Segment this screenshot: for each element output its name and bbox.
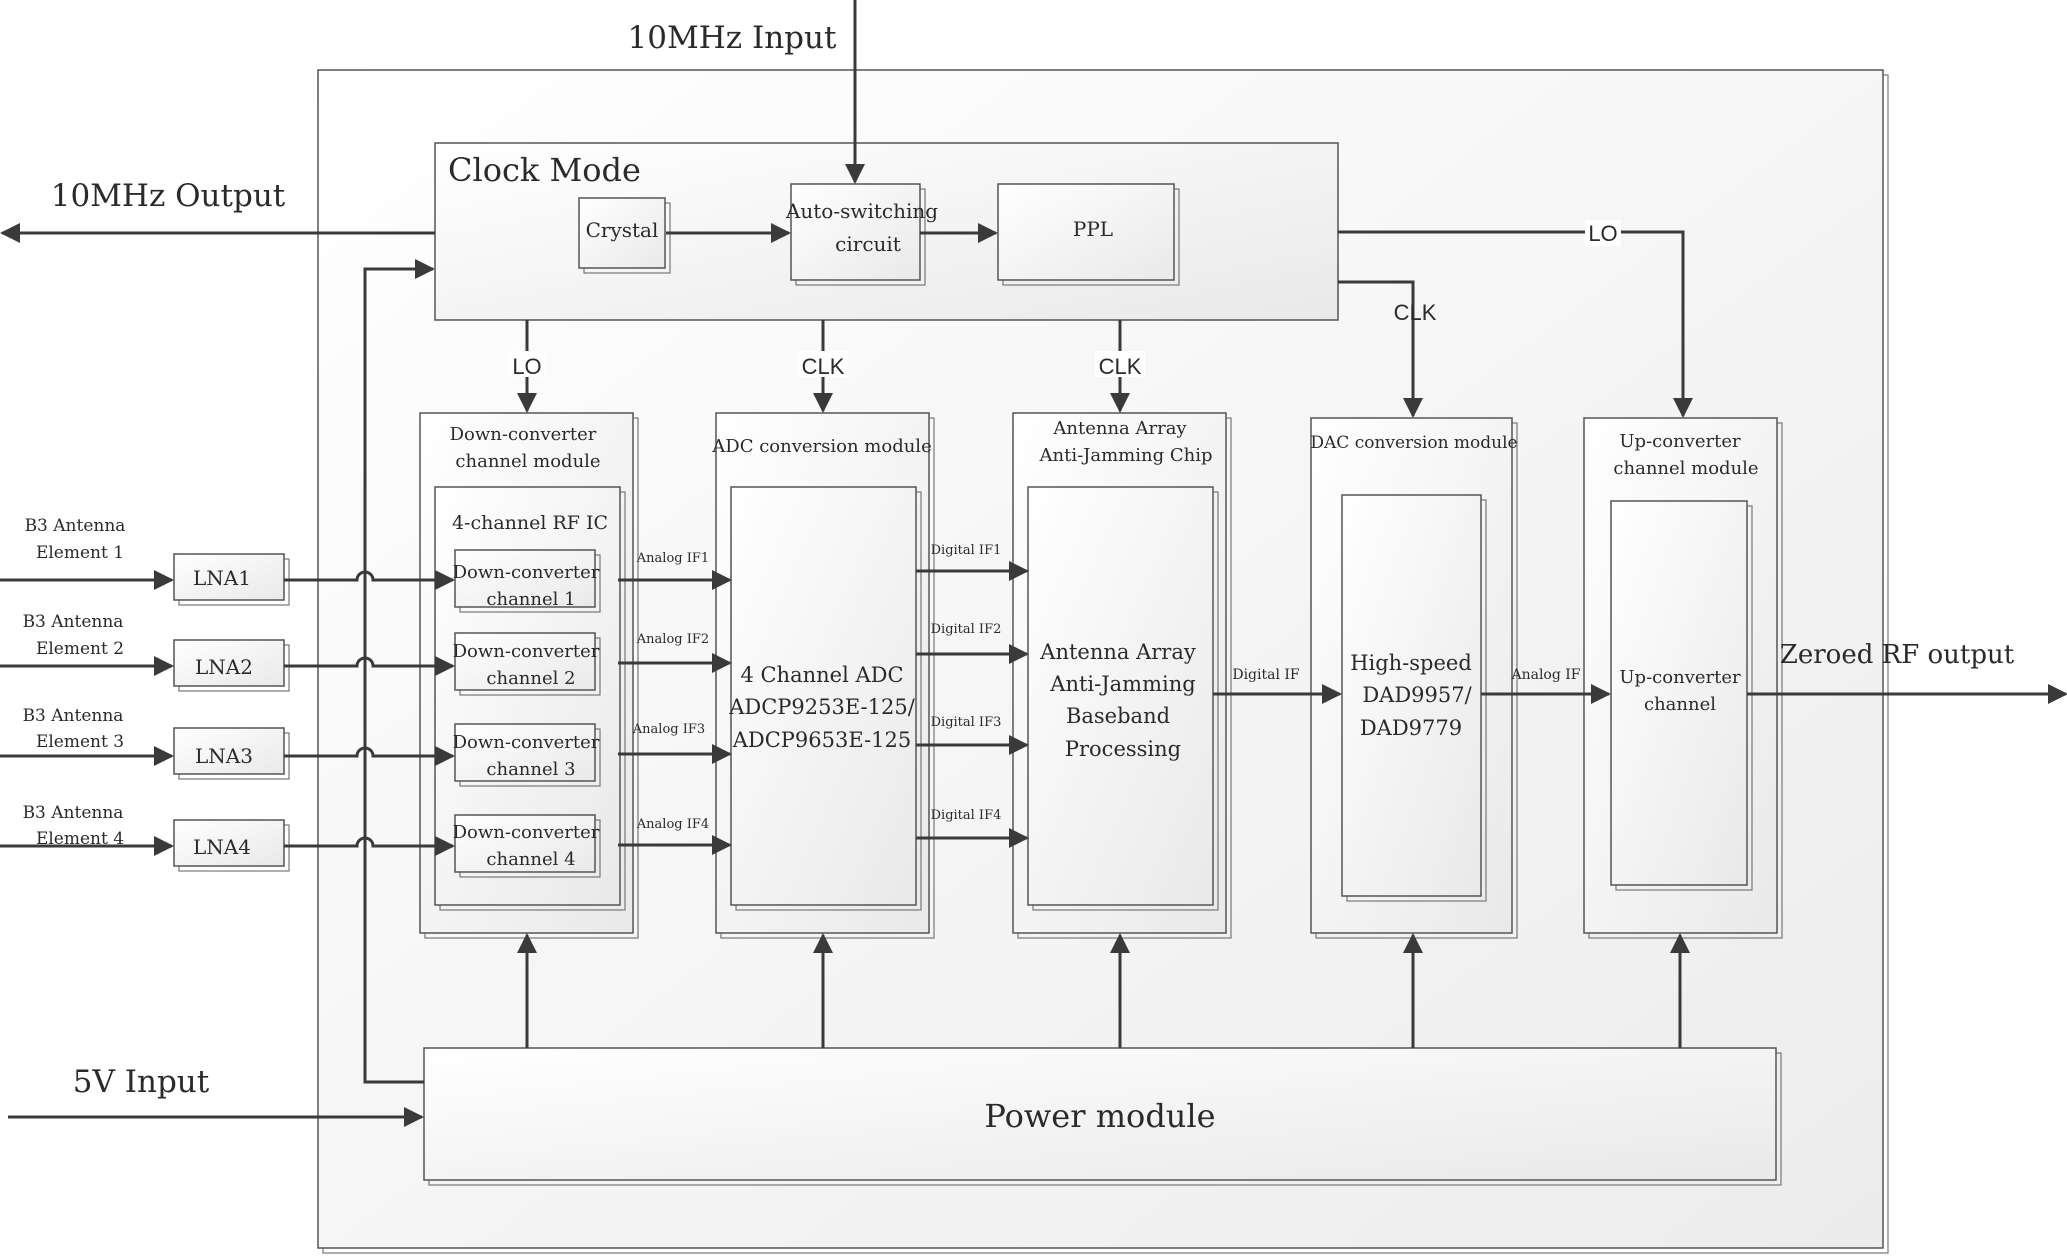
zeroed-rf-output-label: Zeroed RF output — [1780, 640, 2015, 670]
downconverter-title-line1: Down-converter — [450, 424, 597, 445]
crystal-block: Crystal — [578, 197, 671, 274]
adc-title: ADC conversion module — [711, 436, 931, 457]
ten-mhz-input-label: 10MHz Input — [628, 20, 837, 56]
lna-3: LNA3 — [173, 727, 290, 780]
downconverter-channel-3: Down-converter channel 3 — [453, 723, 601, 787]
antenna-2-line1: B3 Antenna — [23, 612, 124, 632]
chip-line4: Processing — [1065, 737, 1181, 761]
analog-if-single: Analog IF — [1510, 667, 1580, 683]
five-v-input-label: 5V Input — [73, 1064, 210, 1100]
clock-module: Clock Mode Crystal Auto-switching circui… — [434, 142, 1339, 321]
lna-4: LNA4 — [173, 819, 290, 872]
downconverter-channel-3-line1: Down-converter — [453, 732, 600, 753]
antenna-4-line2: Element 4 — [36, 829, 124, 849]
lna-1: LNA1 — [173, 553, 290, 606]
lna-2-label: LNA2 — [195, 655, 253, 679]
downconverter-channel-1-line2: channel 1 — [486, 589, 575, 610]
adc-line1: 4 Channel ADC — [740, 663, 903, 687]
chip-line3: Baseband — [1066, 704, 1170, 728]
dac-module: DAC conversion module High-speed DAD9957… — [1310, 417, 1518, 939]
upconverter-title-line1: Up-converter — [1619, 431, 1741, 452]
dac-line3: DAD9779 — [1360, 716, 1462, 740]
ppl-label: PPL — [1073, 217, 1113, 241]
downconverter-module: Down-converter channel module 4-channel … — [419, 412, 639, 939]
lna-4-label: LNA4 — [193, 835, 251, 859]
antenna-2-line2: Element 2 — [36, 639, 124, 659]
digital-if-labels: Digital IF1 Digital IF2 Digital IF3 Digi… — [931, 543, 1581, 823]
analog-if-3: Analog IF3 — [632, 722, 705, 737]
ten-mhz-output-label: 10MHz Output — [51, 178, 286, 214]
downconverter-channel-4-line2: channel 4 — [486, 849, 575, 870]
antenna-1-line1: B3 Antenna — [25, 516, 126, 536]
digital-if-4: Digital IF4 — [931, 808, 1002, 823]
antenna-3-line1: B3 Antenna — [23, 706, 124, 726]
signal-labels: LO CLK LO CLK CLK — [508, 220, 1621, 379]
downconverter-title-line2: channel module — [455, 451, 600, 472]
adc-line2: ADCP9253E-125/ — [728, 695, 916, 719]
downconverter-channel-2-line1: Down-converter — [453, 641, 600, 662]
chip-title-line1: Antenna Array — [1052, 418, 1187, 439]
ppl-block: PPL — [997, 183, 1180, 286]
chip-line1: Antenna Array — [1039, 640, 1196, 664]
adc-line3: ADCP9653E-125 — [732, 728, 912, 752]
analog-if-1: Analog IF1 — [636, 551, 709, 566]
digital-if-2: Digital IF2 — [931, 622, 1002, 637]
lo-label-downconverter: LO — [512, 354, 541, 379]
downconverter-channel-4-line1: Down-converter — [453, 822, 600, 843]
clk-label-adc: CLK — [802, 354, 845, 379]
downconverter-channel-1: Down-converter channel 1 — [453, 549, 601, 613]
dac-line1: High-speed — [1350, 651, 1472, 675]
clk-label-dac: CLK — [1394, 300, 1437, 325]
analog-if-2: Analog IF2 — [636, 632, 709, 647]
lna-1-label: LNA1 — [193, 566, 251, 590]
downconverter-channel-2-line2: channel 2 — [486, 668, 575, 689]
auto-switching-block: Auto-switching circuit — [785, 183, 938, 286]
lo-label-upconverter: LO — [1588, 221, 1617, 246]
antenna-labels: B3 Antenna Element 1 B3 Antenna Element … — [23, 516, 126, 849]
wiring — [0, 0, 2067, 1127]
lna-2: LNA2 — [173, 639, 290, 692]
upconverter-module: Up-converter channel module Up-converter… — [1583, 417, 1783, 939]
downconverter-channel-1-line1: Down-converter — [453, 562, 600, 583]
analog-if-4: Analog IF4 — [636, 817, 709, 832]
dac-title: DAC conversion module — [1310, 433, 1517, 453]
antenna-1-line2: Element 1 — [36, 543, 124, 563]
crystal-label: Crystal — [586, 218, 659, 242]
antenna-4-line1: B3 Antenna — [23, 803, 124, 823]
lna-3-label: LNA3 — [195, 744, 253, 768]
auto-switching-line1: Auto-switching — [785, 199, 938, 223]
clk-label-chip: CLK — [1099, 354, 1142, 379]
power-module: Power module — [423, 1047, 1782, 1186]
upconverter-line2: channel — [1644, 694, 1716, 715]
adc-module: ADC conversion module 4 Channel ADC ADCP… — [711, 412, 935, 939]
auto-switching-line2: circuit — [835, 232, 901, 256]
analog-if-labels: Analog IF1 Analog IF2 Analog IF3 Analog … — [632, 551, 709, 832]
digital-if-single: Digital IF — [1232, 667, 1300, 683]
clock-title: Clock Mode — [448, 151, 641, 189]
digital-if-3: Digital IF3 — [931, 715, 1002, 730]
chip-line2: Anti-Jamming — [1049, 672, 1195, 696]
chip-title-line2: Anti-Jamming Chip — [1039, 445, 1213, 466]
antenna-3-line2: Element 3 — [36, 732, 124, 752]
digital-if-1: Digital IF1 — [931, 543, 1002, 558]
anti-jamming-chip-module: Antenna Array Anti-Jamming Chip Antenna … — [1012, 412, 1232, 939]
downconverter-channel-2: Down-converter channel 2 — [453, 632, 601, 696]
upconverter-line1: Up-converter — [1619, 667, 1741, 688]
downconverter-channel-4: Down-converter channel 4 — [453, 814, 601, 878]
downconverter-channel-3-line2: channel 3 — [486, 759, 575, 780]
rfic-label: 4-channel RF IC — [452, 512, 608, 534]
power-title: Power module — [984, 1097, 1215, 1135]
dac-line2: DAD9957/ — [1362, 683, 1472, 707]
upconverter-title-line2: channel module — [1613, 458, 1758, 479]
